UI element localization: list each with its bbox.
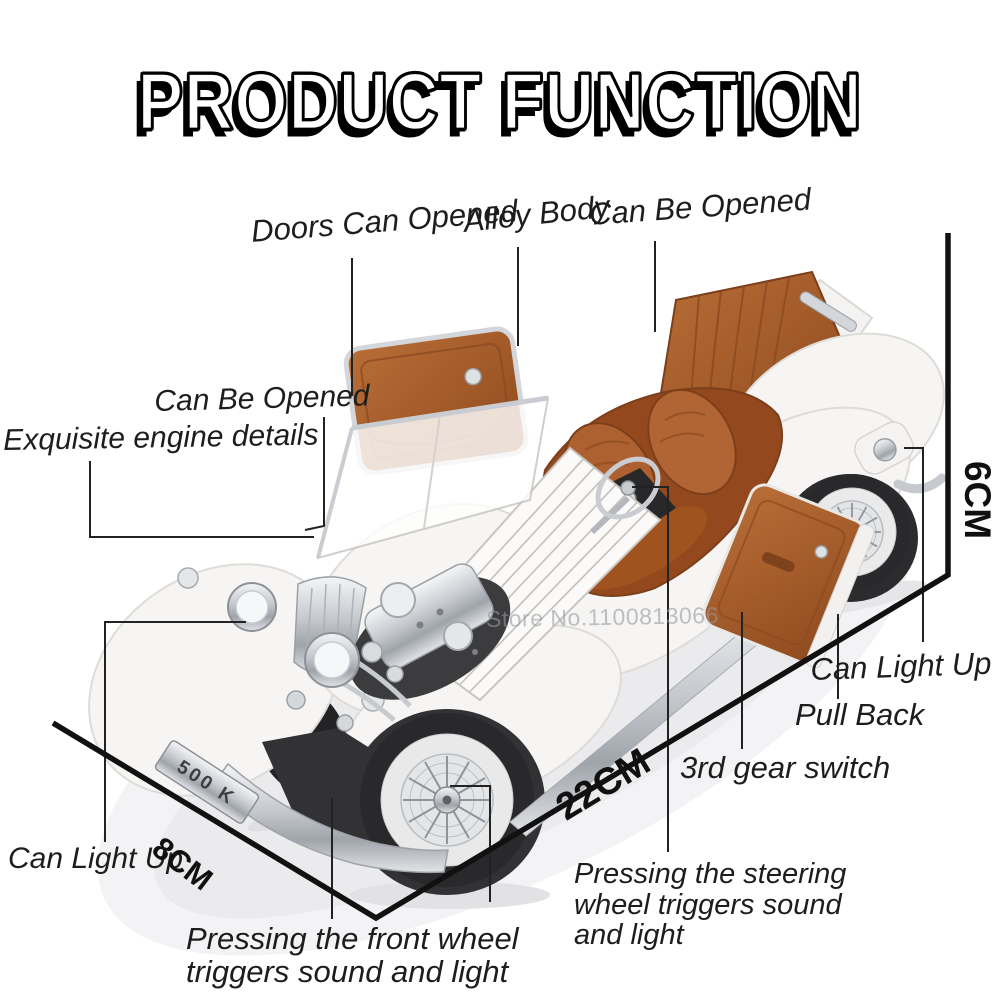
callout-pull-back: Pull Back (795, 697, 925, 732)
callout-steering: Pressing the steering wheel triggers sou… (574, 859, 846, 951)
front-bumper: 500 K (154, 740, 449, 874)
fender-dome (177, 567, 199, 589)
window-crank (464, 367, 482, 386)
windshield (316, 395, 550, 560)
leader-windshield (304, 417, 325, 531)
steering-wheel (589, 456, 661, 535)
engine-cluster (304, 563, 511, 722)
callout-taillight: Can Light Up (809, 645, 992, 687)
dimension-height: 6CM (957, 460, 998, 540)
door-handle (814, 545, 829, 559)
store-watermark: Store No.1100813066 (485, 601, 720, 633)
callout-steering-line1: Pressing the steering (574, 858, 847, 890)
leader-headlight (104, 621, 246, 842)
right-door-open (702, 483, 875, 669)
callout-engine: Exquisite engine details (2, 418, 319, 457)
door-pull (762, 552, 795, 573)
tail-light (854, 421, 914, 475)
callout-front-wheel-line1: Pressing the front wheel (186, 921, 519, 956)
horn-right (336, 714, 354, 732)
rear-bumper (893, 473, 947, 494)
headlights (227, 582, 360, 732)
leader-steering (632, 486, 669, 852)
callout-steering-line2: wheel triggers sound (574, 888, 842, 921)
callout-steering-line3: and light (574, 919, 684, 952)
callout-front-wheel: Pressing the front wheel triggers sound … (186, 921, 519, 989)
callout-gear-switch: 3rd gear switch (680, 750, 891, 785)
leader-front-wheel-a (450, 785, 491, 902)
callout-headlight: Can Light Up (8, 842, 184, 875)
dimension-lines (51, 233, 951, 922)
leader-engine (89, 461, 314, 538)
page-title: PRODUCT FUNCTION (136, 56, 863, 149)
horn-left (286, 690, 306, 710)
leader-taillight (904, 447, 924, 642)
leader-lines (89, 241, 924, 919)
callout-front-wheel-line2: triggers sound and light (186, 953, 509, 989)
seat-right (647, 388, 737, 496)
callout-windshield: Can Be Opened (153, 379, 370, 418)
